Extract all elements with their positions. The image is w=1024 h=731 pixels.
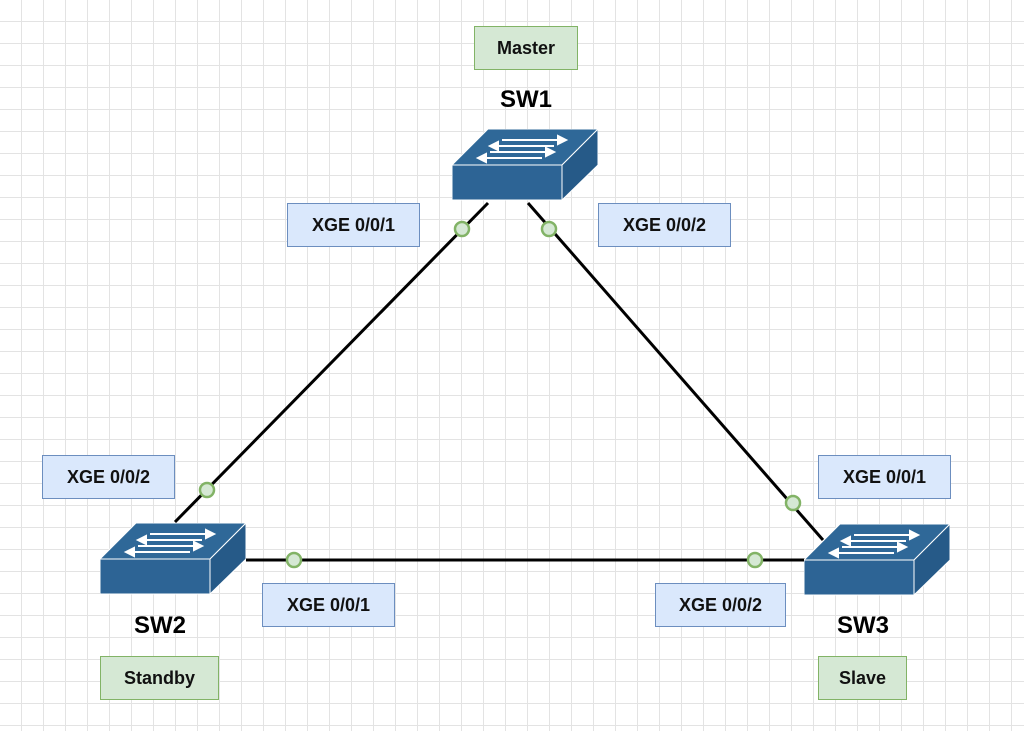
link-sw1-sw2 (173, 201, 490, 524)
network-switch-icon[interactable] (804, 524, 950, 596)
sw1-port-label-xge-0-0-2: XGE 0/0/2 (598, 203, 731, 247)
sw3-name-label: SW3 (836, 612, 889, 639)
network-switch-icon[interactable] (100, 523, 246, 595)
sw2-port-label-xge-0-0-1: XGE 0/0/1 (262, 583, 395, 627)
port-dot-icon[interactable] (784, 494, 802, 512)
sw1-role-badge: Master (474, 26, 578, 70)
port-dot-icon[interactable] (198, 481, 216, 499)
sw3-port-label-xge-0-0-2: XGE 0/0/2 (655, 583, 786, 627)
sw2-name-label: SW2 (133, 612, 186, 639)
link-sw1-sw3 (526, 202, 825, 541)
sw1-port-label-xge-0-0-1: XGE 0/0/1 (287, 203, 420, 247)
sw2-port-label-xge-0-0-2: XGE 0/0/2 (42, 455, 175, 499)
network-switch-icon[interactable] (452, 129, 598, 201)
port-dot-icon[interactable] (746, 551, 764, 569)
sw3-port-label-xge-0-0-1: XGE 0/0/1 (818, 455, 951, 499)
port-dot-icon[interactable] (540, 220, 558, 238)
port-dot-icon[interactable] (453, 220, 471, 238)
port-dot-icon[interactable] (285, 551, 303, 569)
sw3-role-badge: Slave (818, 656, 907, 700)
sw2-role-badge: Standby (100, 656, 219, 700)
sw1-name-label: SW1 (499, 86, 552, 113)
